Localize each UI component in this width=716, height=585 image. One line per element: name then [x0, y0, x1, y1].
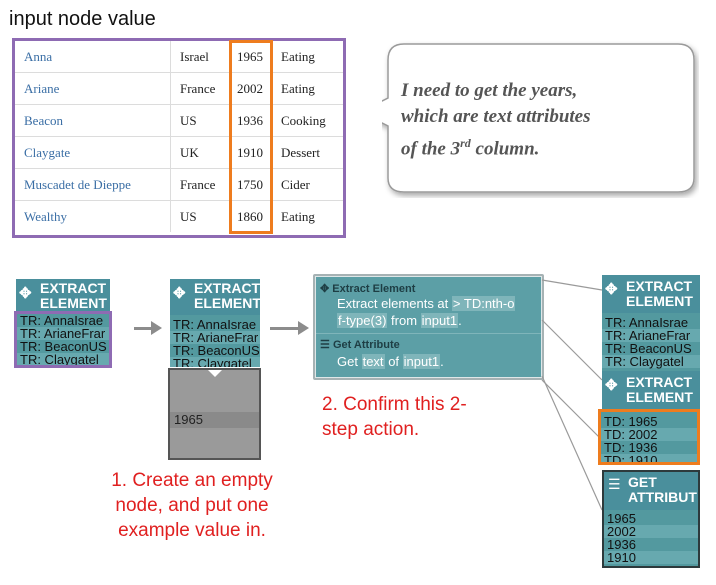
- table-cell-year: 1750: [230, 168, 272, 201]
- table-cell-name: Beacon: [15, 104, 171, 137]
- table-cell-country: US: [170, 200, 231, 232]
- bubble-line-3: of the 3rd column.: [401, 136, 540, 160]
- table-cell-country: UK: [170, 136, 231, 169]
- table-cell-name: Muscadet de Dieppe: [15, 168, 171, 201]
- step2-body: Get text of input1.: [337, 354, 444, 369]
- example-value[interactable]: 1965: [170, 412, 259, 428]
- empty-value-node[interactable]: 1965: [168, 368, 261, 460]
- node-value-row: 1936: [607, 537, 636, 552]
- table-cell-country: US: [170, 104, 231, 137]
- action-box-inner: ✥ Extract Element Extract elements at > …: [316, 277, 541, 377]
- move-icon: ✥: [605, 281, 618, 298]
- node-value-row: 2002: [604, 525, 698, 538]
- table-cell-year: 1965: [230, 41, 272, 73]
- connector-lines: [541, 279, 603, 511]
- bubble-line-2: which are text attributes: [401, 106, 591, 127]
- table-cell-country: France: [170, 168, 231, 201]
- node-value-row: TR: AnnaIsrae: [173, 317, 257, 332]
- arrow-2: [270, 321, 309, 335]
- node-value-row: TR: BeaconUS: [173, 343, 260, 358]
- node-value-row: TR: Claygatel: [170, 357, 260, 367]
- node-value-row: TD: 1910: [601, 454, 697, 462]
- input-chip[interactable]: input1: [402, 354, 441, 369]
- step2-title-row: ☰ Get Attribute: [320, 339, 400, 351]
- table-cell-country: France: [170, 72, 231, 105]
- node-value-row: TR: AnnaIsrae: [20, 313, 104, 328]
- table-cell-use: Eating: [271, 41, 343, 73]
- arrow-1: [134, 321, 162, 335]
- table-cell-use: Eating: [281, 208, 315, 224]
- node-value-row: 1965: [607, 511, 636, 526]
- caption-input-node-value: input node value: [9, 8, 156, 30]
- node-value-row: TD: 1936: [604, 440, 658, 455]
- node-value-row: TR: ArianeFrar: [17, 327, 109, 340]
- selector-chip[interactable]: > TD:nth-o: [451, 296, 516, 311]
- pointer-caret: [644, 465, 658, 472]
- list-icon: ☰: [608, 476, 621, 492]
- step1-title-row: ✥ Extract Element: [320, 283, 416, 295]
- table-cell-use: Cooking: [271, 104, 343, 137]
- divider: [316, 333, 541, 334]
- speech-bubble: [382, 43, 695, 193]
- move-icon: ✥: [173, 285, 186, 302]
- node-value-row: TR: ArianeFrar: [602, 329, 700, 342]
- node-value-row: 1910: [604, 551, 698, 564]
- node-value-row: TR: AnnaIsrae: [605, 315, 689, 330]
- list-icon: ☰: [320, 339, 330, 351]
- node-value-row: TR: BeaconUS: [605, 341, 692, 356]
- move-icon: ✥: [19, 285, 32, 302]
- attr-chip[interactable]: text: [361, 354, 385, 369]
- pointer-caret: [208, 370, 222, 377]
- table-cell-use: Dessert: [271, 136, 343, 169]
- node-value-row: TR: Claygatel: [17, 353, 109, 365]
- step1-body: Extract elements at > TD:nth-o f-type(3)…: [337, 296, 516, 328]
- bubble-line-1: I need to get the years,: [401, 80, 578, 101]
- node-value-row: TD: 2002: [601, 428, 697, 441]
- note-confirm: 2. Confirm this 2- step action.: [322, 394, 467, 440]
- table-cell-name: Ariane: [15, 72, 171, 105]
- move-icon: ✥: [320, 283, 330, 295]
- third-column-highlight: [229, 40, 273, 234]
- table-cell-name: Anna: [15, 41, 171, 73]
- table-cell-country: Israel: [170, 41, 231, 73]
- table-cell-name: Claygate: [15, 136, 171, 169]
- node-value-row: TR: Claygatel: [602, 355, 700, 368]
- note-create: 1. Create an empty node, and put one exa…: [111, 470, 273, 541]
- node-value-row: TD: 1965: [604, 414, 658, 429]
- table-cell-use: Cider: [271, 168, 343, 201]
- table-cell-year: 1910: [230, 136, 272, 169]
- node-value-row: TR: BeaconUS: [20, 339, 107, 354]
- move-icon: ✥: [605, 377, 618, 394]
- table-cell-year: 1860: [230, 200, 272, 232]
- input-chip[interactable]: input1: [420, 313, 459, 328]
- table-cell-year: 1936: [230, 104, 272, 137]
- table-cell-name: Wealthy: [15, 200, 171, 232]
- table-cell-use: Eating: [271, 72, 343, 105]
- node-value-row: TR: ArianeFrar: [170, 331, 260, 344]
- bubble-text: I need to get the years, which are text …: [401, 78, 691, 162]
